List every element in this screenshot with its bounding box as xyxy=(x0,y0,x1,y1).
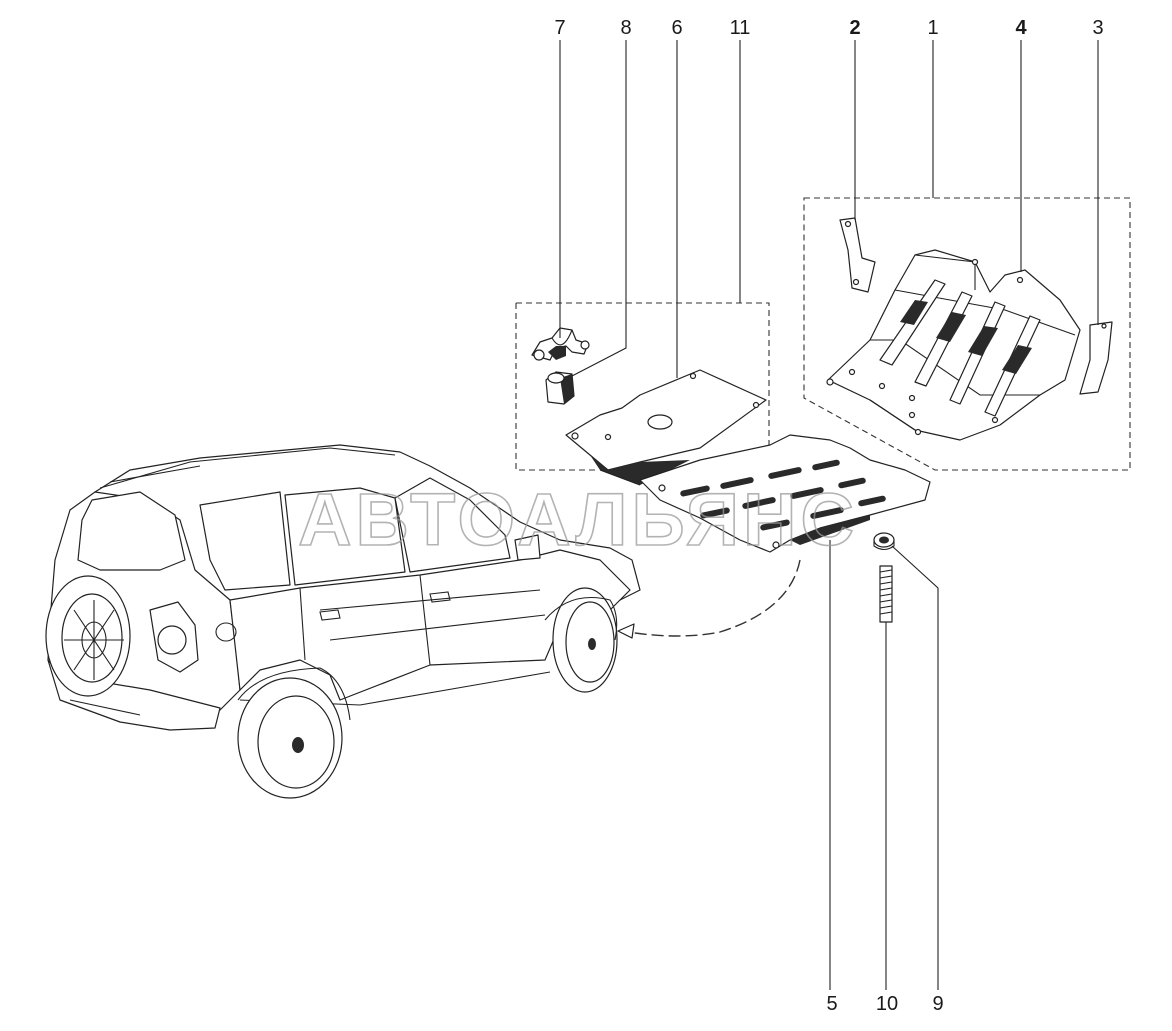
group-11-boundary xyxy=(515,302,770,471)
leader-lines xyxy=(559,40,1099,990)
part-8-bushing xyxy=(545,371,575,405)
callout-labels: 7 8 6 11 2 1 4 3 5 10 9 xyxy=(554,17,1103,1015)
group-1-boundary xyxy=(803,197,1131,471)
part-6-plate xyxy=(565,369,767,486)
callout-7: 7 xyxy=(554,17,565,39)
part-10-stud xyxy=(879,565,893,623)
callout-10: 10 xyxy=(876,993,898,1015)
vehicle-illustration xyxy=(45,444,641,799)
part-5-skid-plate xyxy=(639,434,931,553)
callout-1: 1 xyxy=(927,17,938,39)
part-3-bracket xyxy=(1079,321,1113,395)
callout-5: 5 xyxy=(826,993,837,1015)
part-4-engine-guard xyxy=(826,249,1081,441)
callout-9: 9 xyxy=(932,993,943,1015)
location-arrow xyxy=(617,559,801,639)
part-7-clamp xyxy=(531,327,590,361)
callout-11: 11 xyxy=(730,17,751,39)
callout-4: 4 xyxy=(1015,17,1027,39)
watermark-text: АВТОАЛЬЯНС xyxy=(298,478,858,561)
part-9-nut xyxy=(873,532,895,551)
callout-3: 3 xyxy=(1092,17,1103,39)
callout-6: 6 xyxy=(671,17,682,39)
callout-2: 2 xyxy=(849,17,860,39)
part-2-bracket xyxy=(839,217,876,293)
callout-8: 8 xyxy=(620,17,631,39)
